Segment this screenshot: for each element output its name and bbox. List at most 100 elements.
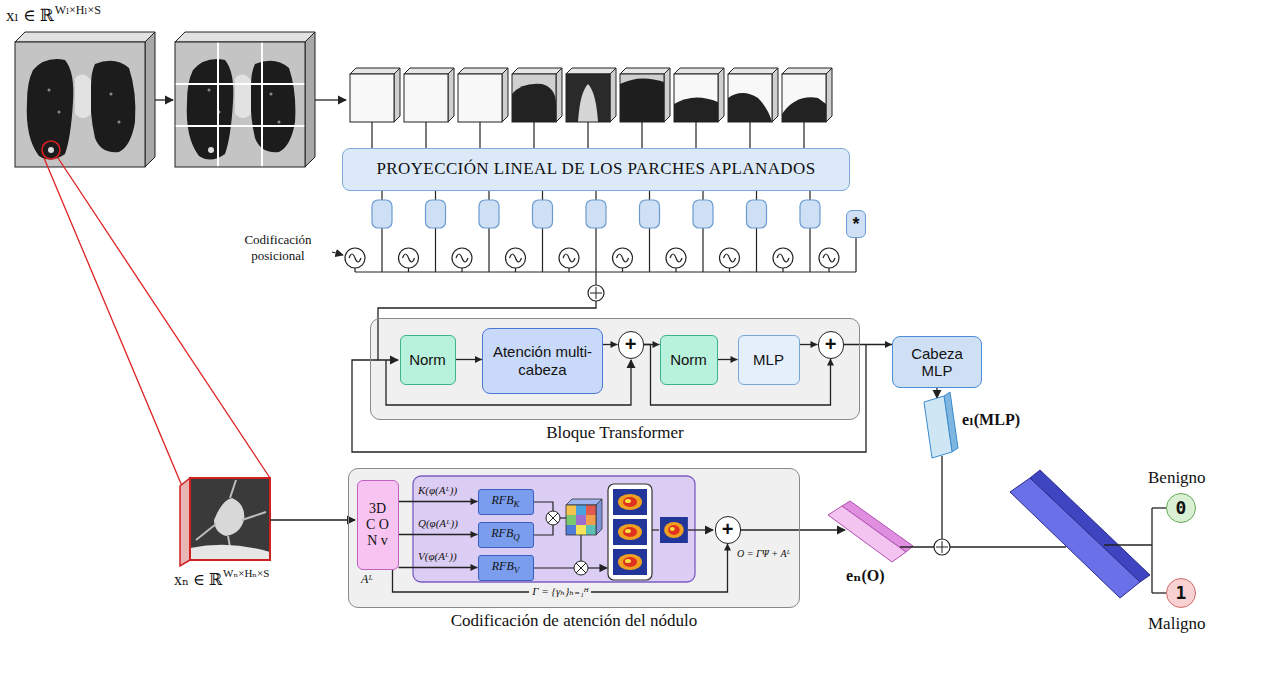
- attention-box: Atención multi-cabeza: [482, 328, 603, 394]
- illustration-circle: [613, 248, 633, 268]
- illustration-rect: [728, 74, 772, 122]
- connector-line: [399, 501, 478, 502]
- illustration-line: [941, 456, 942, 539]
- illustration-polygon: [394, 68, 400, 122]
- illustration-g: [566, 68, 616, 122]
- illustration-polygon: [556, 68, 562, 122]
- connector-line: [844, 344, 893, 345]
- illustration-rect: [640, 200, 660, 228]
- illustration-g: [728, 68, 778, 122]
- illustration-g: [372, 122, 804, 148]
- illustration-g: [350, 68, 400, 122]
- text-label: Maligno: [1148, 614, 1206, 634]
- illustration-rect: [674, 74, 718, 122]
- illustration-line: [588, 567, 607, 568]
- illustration-rect: [620, 74, 664, 122]
- mlp-box: MLP: [738, 335, 800, 385]
- illustration-polygon: [350, 68, 400, 74]
- class-circle: 1: [1166, 578, 1196, 608]
- illustration-line: [576, 563, 586, 573]
- illustration-circle: [452, 248, 472, 268]
- illustration-rect: [782, 74, 826, 122]
- illustration-rect: [800, 200, 820, 228]
- text-label: Wₗ×Hₗ×S: [55, 3, 101, 17]
- illustration-path: [190, 545, 270, 560]
- arrow-head: [475, 356, 482, 363]
- illustration-rect: [190, 478, 270, 560]
- illustration-line: [548, 513, 558, 523]
- illustration-polygon: [448, 68, 454, 122]
- illustration-rect: [566, 515, 576, 525]
- illustration-polygon: [674, 68, 724, 74]
- illustration-line: [408, 268, 409, 272]
- illustration-polygon: [512, 68, 562, 74]
- illustration-line: [425, 122, 426, 148]
- class-circle-text: 1: [1176, 583, 1187, 604]
- connector: [800, 341, 818, 348]
- illustration-rect: [608, 484, 652, 580]
- illustration-g: [404, 68, 454, 122]
- text-label: eₙ(O): [846, 566, 885, 585]
- illustration-g: [674, 68, 724, 122]
- illustration-circle: [773, 248, 793, 268]
- head-box-text: Cabeza MLP: [905, 345, 969, 380]
- illustration-line: [58, 158, 270, 478]
- arrow-head: [471, 531, 478, 538]
- illustration-path: [512, 84, 556, 122]
- norm-box: Norm: [400, 335, 456, 385]
- class-circle: 0: [1166, 493, 1196, 523]
- illustration-rect: [586, 505, 596, 515]
- connector: [844, 341, 893, 348]
- illustration-line: [675, 268, 676, 272]
- illustration-rect: [413, 476, 695, 582]
- illustration-rect: [350, 74, 394, 122]
- illustration-use: [660, 517, 688, 543]
- conv3d-box: 3D C O N v: [357, 480, 399, 570]
- illustration-line: [1104, 544, 1152, 545]
- arrow-head: [471, 564, 478, 571]
- illustration-polygon: [924, 396, 952, 458]
- illustration-polygon: [620, 68, 670, 74]
- illustration-polyline: [534, 502, 553, 511]
- text-label: xₙ ∈ ℝ: [174, 570, 222, 589]
- illustration-g: [355, 190, 856, 285]
- illustration-rect: [348, 468, 800, 608]
- illustration-polygon: [305, 32, 315, 167]
- sum-circle: +: [715, 516, 741, 544]
- illustration-rect: [426, 200, 446, 228]
- illustration-line: [175, 83, 305, 85]
- transformer-block: Bloque TransformerNormAtención multi-cab…: [370, 318, 860, 420]
- transformer-block-text: Bloque Transformer: [485, 423, 745, 443]
- illustration-path: [777, 254, 789, 262]
- illustration-line: [371, 122, 372, 148]
- label-row: RFBQ: [491, 527, 520, 542]
- rfb-box: RFBQ: [478, 522, 534, 548]
- illustration-polygon: [718, 68, 724, 122]
- arrow-head: [471, 498, 478, 505]
- illustration-circle: [345, 248, 365, 268]
- illustration-rect: [674, 74, 718, 122]
- illustration-g: [372, 200, 820, 228]
- illustration-rect: [586, 525, 596, 535]
- illustration-line: [950, 546, 1066, 547]
- arrow-head: [885, 341, 892, 348]
- illustration-rect: [728, 74, 772, 122]
- illustration-line: [688, 529, 713, 530]
- connector: [399, 531, 478, 538]
- illustration-rect: [458, 74, 502, 122]
- text-label: Wₙ×Hₙ×S: [223, 567, 269, 580]
- illustration-path: [578, 84, 598, 122]
- sum-circle: +: [618, 331, 644, 359]
- label-row: RFBK: [491, 494, 519, 509]
- illustration-rect: [404, 74, 448, 122]
- illustration-line: [749, 122, 750, 148]
- sum-circle-text: +: [722, 518, 734, 541]
- illustration-rect: [512, 74, 556, 122]
- projection-band: PROYECCIÓN LINEAL DE LOS PARCHES APLANAD…: [342, 148, 850, 191]
- illustration-line: [461, 268, 462, 272]
- rfb-box-text: RFB: [491, 493, 513, 507]
- norm-box-text: Norm: [409, 351, 446, 368]
- illustration-path: [823, 254, 835, 262]
- illustration-rect: [576, 505, 586, 515]
- illustration-polygon: [728, 68, 778, 74]
